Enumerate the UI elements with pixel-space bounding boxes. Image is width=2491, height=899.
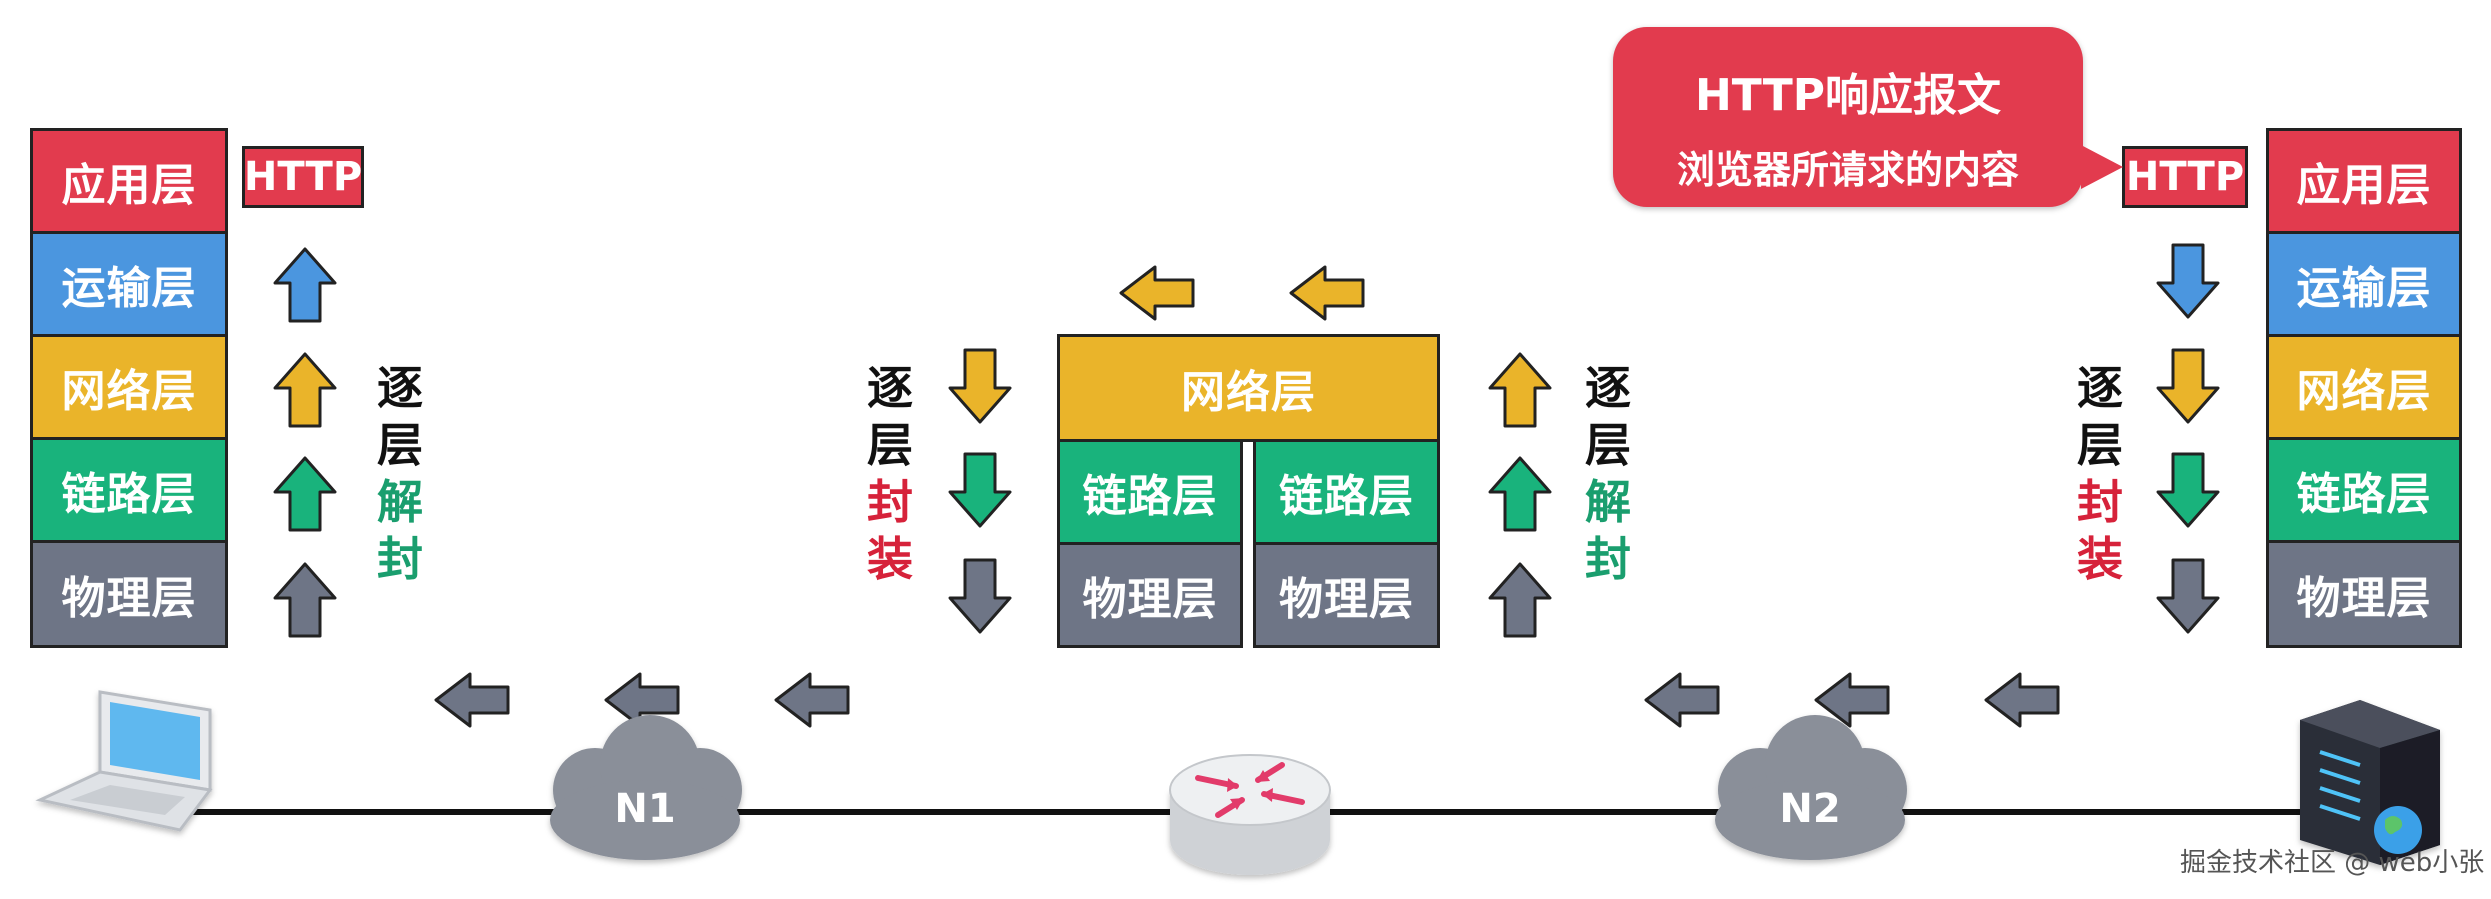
decap-left-char-1: 逐 (377, 361, 423, 415)
callout-tail (2081, 145, 2123, 189)
router-link-layer-left: 链路层 (1057, 439, 1243, 545)
left-http-label: HTTP (242, 146, 364, 208)
up-arrow-link-router (1488, 456, 1552, 532)
down-arrow-link-router (948, 452, 1012, 528)
left-arrow-link-1 (434, 672, 510, 728)
down-arrow-network-router (948, 348, 1012, 424)
left-physical-layer: 物理层 (30, 540, 228, 648)
laptop-icon (35, 690, 213, 832)
right-network-layer: 网络层 (2266, 334, 2462, 440)
router-physical-layer-left: 物理层 (1057, 542, 1243, 648)
right-app-layer: 应用层 (2266, 128, 2462, 234)
left-arrow-router-top-2 (1289, 265, 1365, 321)
encap-right-char-2: 层 (2077, 418, 2123, 472)
right-link-layer: 链路层 (2266, 437, 2462, 543)
encap-router-char-3: 封 (867, 475, 913, 529)
cloud-n2-icon (1715, 715, 1907, 860)
down-arrow-physical-right (2156, 558, 2220, 634)
left-arrow-link-3 (774, 672, 850, 728)
encap-right-char-4: 装 (2077, 532, 2123, 586)
decap-router-char-1: 逐 (1585, 361, 1631, 415)
encap-right-char-3: 封 (2077, 475, 2123, 529)
left-link-layer: 链路层 (30, 437, 228, 543)
encap-router-char-4: 装 (867, 532, 913, 586)
right-transport-layer: 运输层 (2266, 231, 2462, 337)
down-arrow-link-right (2156, 452, 2220, 528)
decap-left-char-4: 封 (377, 532, 423, 586)
encap-label-router: 逐 层 封 装 (860, 360, 920, 588)
down-arrow-network-right (2156, 348, 2220, 424)
left-app-layer: 应用层 (30, 128, 228, 234)
http-response-callout: HTTP响应报文 浏览器所请求的内容 (1613, 27, 2123, 207)
decap-label-left: 逐 层 解 封 (370, 360, 430, 588)
up-arrow-physical-router (1488, 562, 1552, 638)
router-physical-layer-right: 物理层 (1253, 542, 1440, 648)
watermark: 掘金技术社区 @ web小张 (2180, 848, 2485, 878)
left-network-layer: 网络层 (30, 334, 228, 440)
encap-label-right: 逐 层 封 装 (2070, 360, 2130, 588)
up-arrow-link-left (273, 456, 337, 532)
decap-left-char-2: 层 (377, 418, 423, 472)
cloud-n1-icon (550, 715, 742, 860)
router-link-layer-right: 链路层 (1253, 439, 1440, 545)
router-network-layer: 网络层 (1057, 334, 1440, 442)
up-arrow-transport-left (273, 247, 337, 323)
cloud-n2-label: N2 (1779, 786, 1841, 832)
decap-router-char-4: 封 (1585, 532, 1631, 586)
down-arrow-transport-right (2156, 243, 2220, 319)
right-physical-layer: 物理层 (2266, 540, 2462, 648)
callout-title: HTTP响应报文 (1694, 70, 2002, 121)
left-arrow-link-6 (1984, 672, 2060, 728)
encap-router-char-1: 逐 (867, 361, 913, 415)
up-arrow-network-left (273, 352, 337, 428)
decap-router-char-2: 层 (1585, 418, 1631, 472)
up-arrow-network-router (1488, 352, 1552, 428)
up-arrow-physical-left (273, 562, 337, 638)
encap-right-char-1: 逐 (2077, 361, 2123, 415)
left-arrow-link-4 (1644, 672, 1720, 728)
decap-label-router: 逐 层 解 封 (1578, 360, 1638, 588)
encap-router-char-2: 层 (867, 418, 913, 472)
decap-router-char-3: 解 (1585, 475, 1631, 529)
server-icon (2300, 700, 2440, 865)
right-http-label: HTTP (2122, 146, 2248, 208)
decap-left-char-3: 解 (377, 475, 423, 529)
cloud-n1-label: N1 (614, 786, 676, 832)
down-arrow-physical-router (948, 558, 1012, 634)
router-icon (1169, 754, 1331, 875)
callout-subtitle: 浏览器所请求的内容 (1676, 148, 2019, 192)
left-arrow-router-top-1 (1119, 265, 1195, 321)
